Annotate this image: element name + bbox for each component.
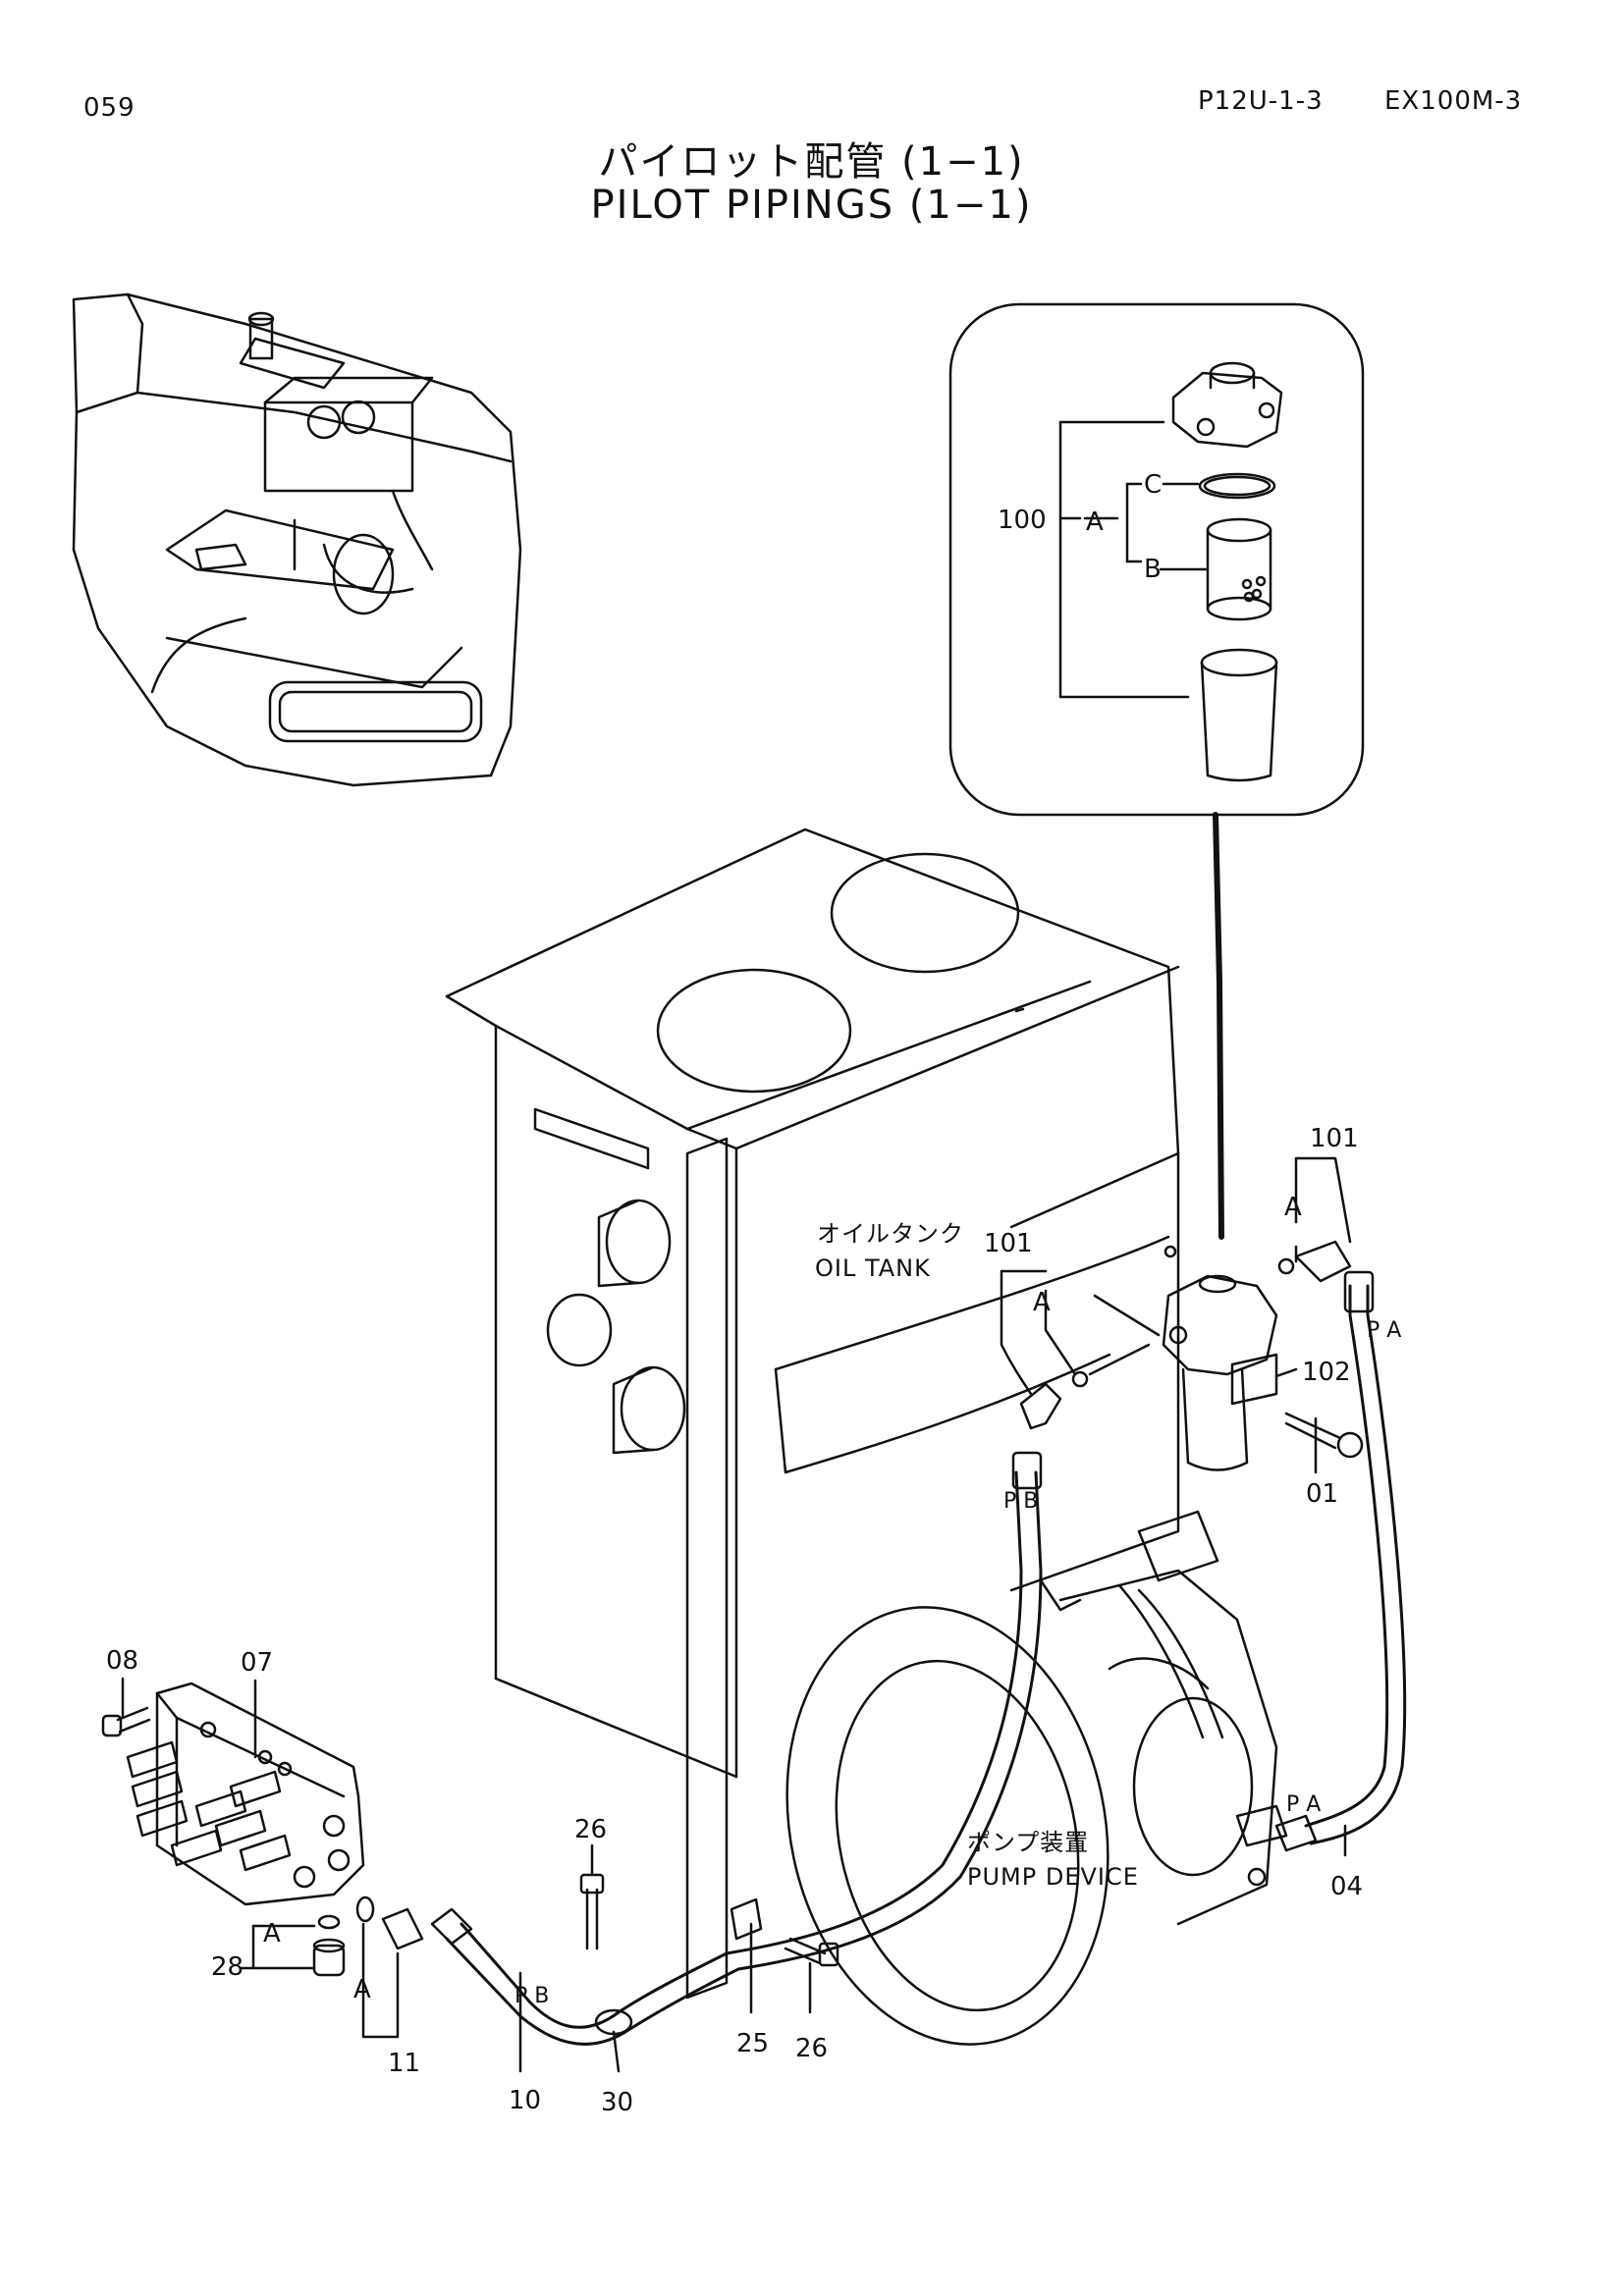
o-ring-left	[1071, 1370, 1089, 1388]
pilot-filter	[1162, 1274, 1278, 1471]
callout-25: 25	[736, 2029, 769, 2058]
label-pa-top: P A	[1367, 1318, 1401, 1343]
section-code: P12U-1-3	[1198, 86, 1324, 116]
screw-08	[116, 1706, 151, 1734]
callout-101-right: 101	[1310, 1124, 1359, 1153]
hose-04	[1304, 1284, 1389, 1828]
model-code: EX100M-3	[1384, 86, 1523, 116]
callout-28: 28	[211, 1952, 243, 1982]
callout-100: 100	[998, 506, 1047, 535]
label-pb-top: P B	[1003, 1489, 1038, 1514]
callout-08: 08	[106, 1646, 138, 1676]
callout-a-11: A	[353, 1975, 371, 2004]
oil-tank-label-jp: オイルタンク	[817, 1220, 964, 1248]
callout-30: 30	[601, 2088, 633, 2117]
callout-c: C	[1144, 470, 1162, 500]
pump-device-label-en: PUMP DEVICE	[967, 1863, 1139, 1891]
filter-detail-inset	[948, 302, 1365, 817]
o-ring-28	[317, 1914, 341, 1930]
adapter-11	[381, 1907, 424, 1950]
plug-28	[312, 1944, 346, 1977]
hose-10	[460, 1470, 1023, 2029]
elbow-fitting-right	[1294, 1240, 1352, 1283]
callout-07: 07	[241, 1648, 273, 1678]
oil-tank-label-en: OIL TANK	[815, 1255, 931, 1282]
callout-26-top: 26	[574, 1815, 607, 1844]
title-english: PILOT PIPINGS (1−1)	[590, 183, 1033, 228]
callout-b: B	[1144, 555, 1162, 584]
o-ring-11	[355, 1896, 375, 1923]
callout-26-right: 26	[795, 2034, 828, 2063]
elbow-fitting-left	[1019, 1382, 1062, 1430]
oil-tank	[445, 828, 1180, 2000]
pump-device-label-jp: ポンプ装置	[967, 1829, 1089, 1856]
page-number: 059	[83, 93, 135, 123]
callout-a-right: A	[1284, 1193, 1302, 1222]
callout-a-left: A	[1033, 1288, 1051, 1317]
machine-overview-sketch	[72, 293, 522, 787]
callout-101-left: 101	[984, 1229, 1033, 1258]
callout-11: 11	[388, 2049, 420, 2078]
callout-04: 04	[1330, 1872, 1363, 1901]
callout-a-inset: A	[1086, 507, 1104, 537]
title-japanese: パイロット配管 (1−1)	[598, 139, 1025, 185]
callout-10: 10	[509, 2086, 541, 2115]
o-ring-right	[1277, 1257, 1295, 1275]
callout-a-28: A	[263, 1919, 281, 1949]
bolt-01	[1284, 1412, 1342, 1450]
callout-01: 01	[1306, 1479, 1338, 1509]
inset-connector-line	[1213, 812, 1224, 1240]
label-pa-bottom: P A	[1286, 1792, 1321, 1817]
pilot-valve-block	[126, 1682, 365, 1906]
pump-device	[785, 1510, 1288, 2046]
callout-102: 102	[1302, 1358, 1351, 1387]
